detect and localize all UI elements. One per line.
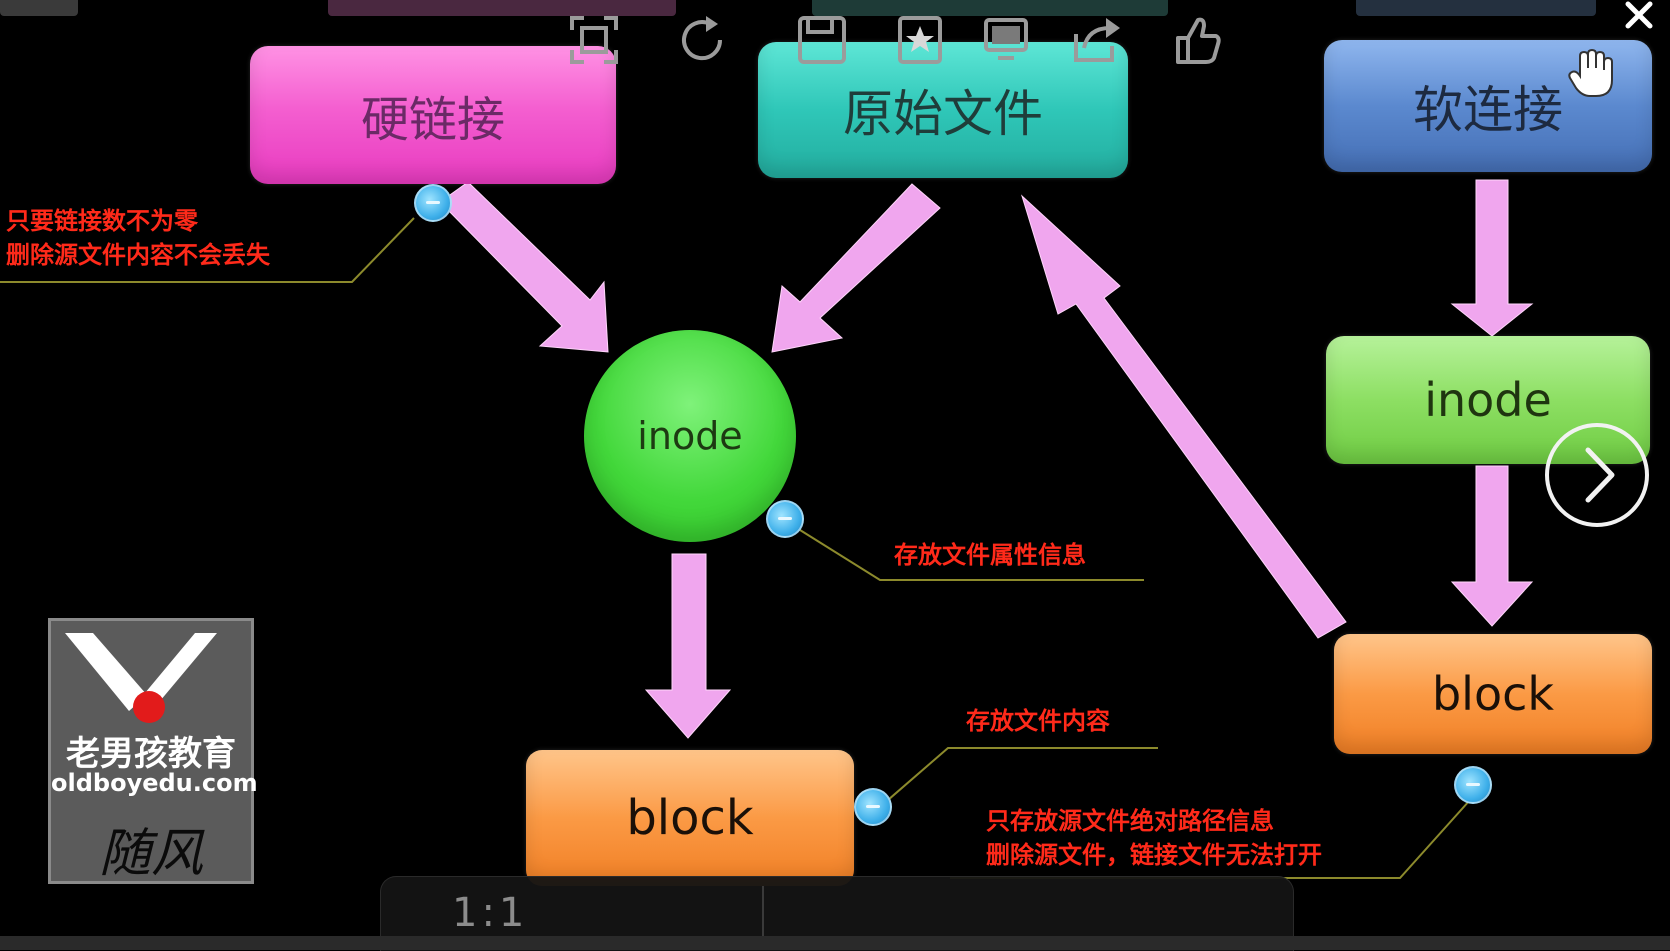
hand-cursor-icon [1568, 48, 1613, 97]
top-tab-left [0, 0, 78, 16]
arrow-block-to-original [1020, 194, 1347, 639]
arrow-original-to-inode [771, 183, 941, 353]
soft-link-note: 只存放源文件绝对路径信息 删除源文件，链接文件无法打开 [986, 804, 1322, 872]
share-icon[interactable] [1068, 12, 1124, 68]
block-note: 存放文件内容 [966, 704, 1110, 738]
block-center-label: block [626, 790, 754, 846]
top-tab-blue [1356, 0, 1596, 16]
brand-logo: 老男孩教育 oldboyedu.com 随风 [48, 618, 258, 884]
inode-circle-node[interactable]: inode [584, 330, 796, 542]
original-file-node[interactable]: 原始文件 [758, 42, 1128, 178]
toolbar-divider [762, 886, 764, 942]
hard-link-note-line1: 只要链接数不为零 [6, 207, 198, 235]
favorite-icon[interactable] [892, 12, 948, 68]
zoom-ratio-button[interactable]: 1:1 [452, 890, 529, 936]
inode-right-label: inode [1424, 373, 1552, 427]
inode-right-node[interactable]: inode [1326, 336, 1650, 464]
info-dot-softlink[interactable] [1454, 766, 1492, 804]
leader-hardlink [0, 217, 415, 283]
hard-link-label: 硬链接 [360, 92, 505, 148]
info-dot-hardlink[interactable] [414, 184, 452, 222]
soft-link-label: 软连接 [1413, 81, 1563, 139]
top-tab-teal [812, 0, 1168, 16]
arrow-inode-to-block [644, 553, 732, 739]
leader-block [887, 747, 1158, 801]
hard-link-note: 只要链接数不为零 删除源文件内容不会丢失 [6, 204, 270, 272]
inode-note: 存放文件属性信息 [894, 538, 1086, 572]
arrow-inode-to-block-right [1450, 465, 1534, 627]
arrow-hardlink-to-inode [439, 181, 609, 353]
hard-link-note-line2: 删除源文件内容不会丢失 [6, 241, 270, 269]
logo-signature: 随风 [98, 824, 203, 884]
soft-link-note-line2: 删除源文件，链接文件无法打开 [986, 841, 1322, 869]
save-icon[interactable] [794, 12, 850, 68]
inode-note-line: 存放文件属性信息 [894, 541, 1086, 569]
close-icon[interactable] [1622, 0, 1656, 34]
info-dot-inode[interactable] [766, 500, 804, 538]
block-right-label: block [1431, 667, 1555, 721]
block-right-node[interactable]: block [1334, 634, 1652, 754]
block-center-node[interactable]: block [526, 750, 854, 886]
display-icon[interactable] [978, 12, 1034, 68]
rotate-icon[interactable] [676, 12, 732, 68]
next-slide-icon[interactable] [1542, 420, 1652, 530]
soft-link-note-line1: 只存放源文件绝对路径信息 [986, 807, 1274, 835]
info-dot-block[interactable] [854, 788, 892, 826]
fit-screen-icon[interactable] [566, 12, 622, 68]
logo-brand-cn: 老男孩教育 [66, 734, 236, 774]
logo-v-mark [65, 633, 217, 723]
like-icon[interactable] [1170, 12, 1226, 68]
top-tab-pink [328, 0, 676, 16]
leader-inode [799, 529, 1144, 581]
block-note-line: 存放文件内容 [966, 707, 1110, 735]
bottom-strip [0, 936, 1670, 950]
logo-brand-url: oldboyedu.com [51, 769, 258, 797]
original-file-label: 原始文件 [843, 85, 1043, 143]
hard-link-node[interactable]: 硬链接 [250, 46, 616, 184]
arrow-softlink-to-inode [1450, 179, 1534, 337]
inode-center-label: inode [637, 414, 743, 458]
